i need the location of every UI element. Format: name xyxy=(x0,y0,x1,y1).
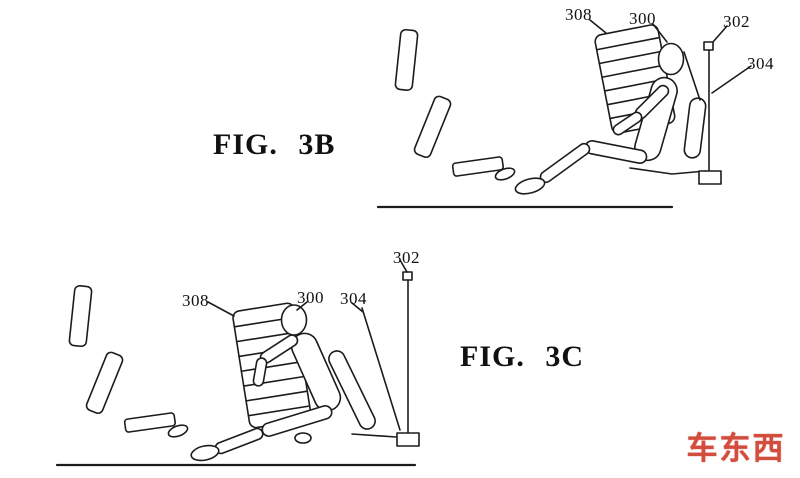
fig3b-caption: FIG. 3B xyxy=(213,128,336,161)
fig3c-forward-structure xyxy=(69,285,189,439)
fig3b-leader-lines xyxy=(590,20,751,93)
fig3c-ref-302: 302 xyxy=(393,248,420,267)
fig3c-head xyxy=(282,305,307,335)
fig3b-ref-300: 300 xyxy=(629,9,656,28)
fig3b-tether xyxy=(699,42,721,184)
fig3b-seat xyxy=(630,52,707,174)
fig3b-ref-302: 302 xyxy=(723,12,750,31)
fig3c-leader-lines xyxy=(208,260,407,316)
fig3b-occupant xyxy=(514,44,684,197)
fig3c-drawing xyxy=(57,260,419,465)
fig3b-ref-304: 304 xyxy=(747,54,774,73)
fig3b-head xyxy=(659,44,684,75)
fig3c-ref-300: 300 xyxy=(297,288,324,307)
fig3b-forward-structure xyxy=(395,29,516,182)
fig3b-ref-308: 308 xyxy=(565,5,592,24)
fig3c-caption: FIG. 3C xyxy=(460,340,584,373)
fig3c-seat xyxy=(295,348,396,443)
fig3c-ref-308: 308 xyxy=(182,291,209,310)
fig3c-occupant xyxy=(190,305,345,463)
watermark-text: 车东西 xyxy=(686,430,786,467)
watermark-logo: 车东西 xyxy=(686,420,786,470)
fig3b-drawing xyxy=(378,20,751,207)
fig3c-ref-304: 304 xyxy=(340,289,367,308)
fig3c-tether xyxy=(362,272,419,446)
